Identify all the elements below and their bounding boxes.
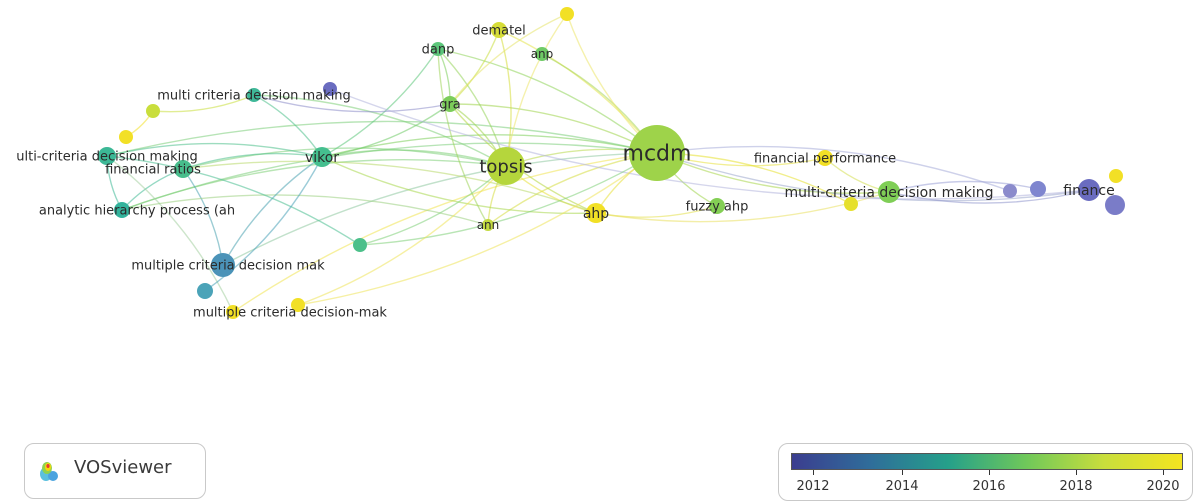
- node-label-finance[interactable]: finance: [1063, 183, 1114, 199]
- edge-minor-9: [204, 156, 323, 292]
- node-label-gra[interactable]: gra: [439, 98, 461, 113]
- legend-tick: [989, 470, 990, 475]
- edge-minor-4: [359, 152, 658, 246]
- edge-vikor-gra: [321, 103, 451, 158]
- node-multiple-criteria-decision-mak-2[interactable]: [226, 305, 240, 319]
- node-label-multi-criteria-decision-making-2[interactable]: multi-criteria decision making: [784, 185, 993, 201]
- node-multi-criteria-decision-making[interactable]: [247, 88, 261, 102]
- edge-topsis-multi-criteria-decision-making: [253, 94, 507, 167]
- network-nodes: [98, 7, 1125, 319]
- edge-mcdm-multi-criteria-decision-making-2: [656, 152, 890, 194]
- edge-minor-6: [106, 155, 361, 246]
- unlabeled-node[interactable]: [1105, 195, 1125, 215]
- node-anp[interactable]: [535, 47, 549, 61]
- node-topsis[interactable]: [487, 147, 525, 185]
- node-label-ahp[interactable]: ahp: [583, 206, 609, 222]
- node-label-anp[interactable]: anp: [531, 47, 554, 61]
- node-dematel[interactable]: [491, 22, 507, 38]
- node-finance[interactable]: [1078, 179, 1100, 201]
- node-label-ann[interactable]: ann: [477, 218, 500, 232]
- node-label-vikor[interactable]: vikor: [305, 150, 339, 166]
- unlabeled-node[interactable]: [119, 130, 133, 144]
- unlabeled-node[interactable]: [844, 197, 858, 211]
- legend-label-2012: 2012: [796, 479, 830, 494]
- node-label-multiple-criteria-decision-mak-2[interactable]: multiple criteria decision-mak: [193, 306, 387, 321]
- legend-label-2014: 2014: [885, 479, 919, 494]
- node-multi-criteria-decision-making-2[interactable]: [878, 181, 900, 203]
- vosviewer-logo-badge: VOSviewer: [24, 443, 206, 499]
- node-ahp[interactable]: [586, 203, 606, 223]
- node-mcdm[interactable]: [629, 125, 685, 181]
- edge-multi-criteria-decision-making-2-finance: [888, 189, 1090, 204]
- edge-danp-ann: [437, 48, 489, 226]
- edge-minor-3: [449, 13, 568, 105]
- vosviewer-logo-icon: [40, 462, 58, 481]
- legend-tick: [1163, 470, 1164, 475]
- node-label-financial-ratios[interactable]: financial ratios: [105, 163, 201, 178]
- unlabeled-node[interactable]: [1030, 181, 1046, 197]
- network-labels: mcdm topsis vikor ahp gra dematel danp anp ann fu…: [16, 24, 1114, 321]
- edge-mcdm-multiple-criteria-decision-mak: [222, 152, 658, 266]
- legend-tick: [902, 470, 903, 475]
- unlabeled-node[interactable]: [560, 7, 574, 21]
- node-label-analytic-hierarchy-process[interactable]: analytic hierarchy process (ah: [39, 204, 235, 219]
- node-label-mcdm[interactable]: mcdm: [623, 142, 692, 167]
- unlabeled-node[interactable]: [197, 283, 213, 299]
- edge-vikor-ahp: [321, 156, 597, 215]
- legend-label-2016: 2016: [972, 479, 1006, 494]
- node-label-multi-criteria-decision-making[interactable]: multi criteria decision making: [157, 89, 351, 104]
- node-label-topsis[interactable]: topsis: [479, 156, 532, 177]
- edge-vikor-ulti-criteria-decision-making: [106, 142, 323, 158]
- edge-mcdm-danp: [437, 48, 658, 154]
- node-label-dematel[interactable]: dematel: [472, 24, 526, 39]
- node-label-financial-performance[interactable]: financial performance: [754, 152, 896, 167]
- edge-gra-dematel: [449, 29, 500, 105]
- node-analytic-hierarchy-process[interactable]: [114, 202, 130, 218]
- node-ulti-criteria-decision-making[interactable]: [98, 147, 116, 165]
- edge-mcdm-multiple-criteria-decision-mak-2: [232, 152, 658, 313]
- edge-vikor-financial-ratios: [182, 152, 323, 170]
- node-danp[interactable]: [431, 42, 445, 56]
- legend-tick: [1076, 470, 1077, 475]
- edge-minor-7: [297, 152, 658, 306]
- node-financial-ratios[interactable]: [174, 160, 192, 178]
- node-label-multiple-criteria-decision-mak[interactable]: multiple criteria decision mak: [131, 259, 325, 274]
- edge-minor-13: [888, 180, 1039, 193]
- node-ann[interactable]: [482, 219, 494, 231]
- edge-minor-5: [359, 165, 507, 246]
- node-vikor[interactable]: [312, 147, 332, 167]
- node-label-ulti-criteria-decision-making[interactable]: ulti-criteria decision making: [16, 150, 198, 165]
- logo-label: VOSviewer: [74, 457, 172, 478]
- edge-topsis-financial-ratios: [182, 147, 507, 170]
- edge-minor-14: [656, 145, 1011, 192]
- unlabeled-node[interactable]: [353, 238, 367, 252]
- legend-label-2020: 2020: [1146, 479, 1180, 494]
- unlabeled-node[interactable]: [323, 82, 337, 96]
- unlabeled-node[interactable]: [1003, 184, 1017, 198]
- node-label-danp[interactable]: danp: [422, 43, 455, 58]
- edge-minor-10: [152, 94, 255, 113]
- legend-tick: [813, 470, 814, 475]
- edge-vikor-multiple-criteria-decision-mak: [222, 156, 323, 266]
- unlabeled-node[interactable]: [291, 298, 305, 312]
- year-color-legend: 2012 2014 2016 2018 2020: [778, 443, 1193, 501]
- network-edges: [106, 13, 1090, 313]
- legend-label-2018: 2018: [1059, 479, 1093, 494]
- edge-multi-criteria-decision-making-gra: [253, 94, 451, 113]
- edge-mcdm-ulti-criteria-decision-making: [106, 120, 658, 157]
- edge-minor-8: [297, 165, 507, 306]
- node-gra[interactable]: [442, 96, 458, 112]
- unlabeled-node[interactable]: [146, 104, 160, 118]
- edge-minor-0: [329, 88, 1090, 200]
- node-label-fuzzy-ahp[interactable]: fuzzy ahp: [686, 200, 749, 215]
- edge-ahp-financial-ratios: [182, 160, 597, 214]
- node-financial-performance[interactable]: [817, 150, 833, 166]
- edge-multiple-criteria-decision-mak-2-ulti-criteria-decision-making: [106, 155, 234, 313]
- node-multiple-criteria-decision-mak[interactable]: [211, 253, 235, 277]
- edge-minor-2: [505, 13, 568, 167]
- legend-gradient-bar: [791, 453, 1183, 470]
- unlabeled-node[interactable]: [1109, 169, 1123, 183]
- node-fuzzy-ahp[interactable]: [709, 198, 725, 214]
